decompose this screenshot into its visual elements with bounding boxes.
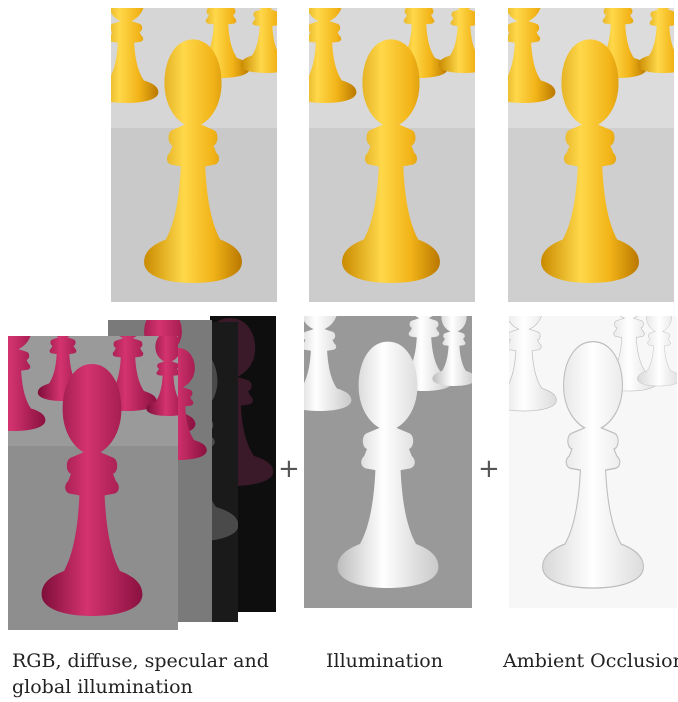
illumination-render	[304, 316, 472, 608]
stylized-render-3	[508, 8, 674, 302]
ambient-occlusion-render	[509, 316, 677, 608]
caption-line-1: RGB, diffuse, specular and	[12, 648, 302, 674]
plus-sign-1: +	[278, 456, 300, 482]
rgb-render-layer	[8, 336, 178, 630]
caption-line-2: global illumination	[12, 674, 302, 700]
caption-ambient-occlusion: Ambient Occlusion	[503, 648, 678, 674]
plus-sign-2: +	[478, 456, 500, 482]
caption-rgb-diffuse-specular-gi: RGB, diffuse, specular and global illumi…	[12, 648, 302, 700]
stylized-render-2	[309, 8, 475, 302]
stylized-render-1	[111, 8, 277, 302]
caption-illumination: Illumination	[326, 648, 443, 674]
